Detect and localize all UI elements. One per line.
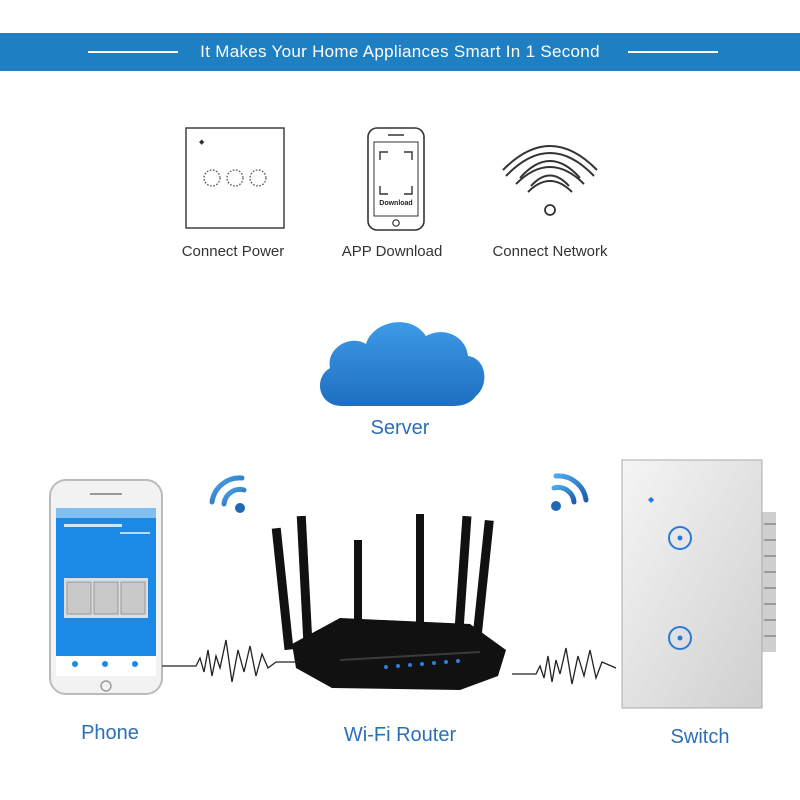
banner-title: It Makes Your Home Appliances Smart In 1…: [200, 42, 600, 61]
download-caption: Download: [379, 200, 413, 207]
signal-wave-right: [512, 647, 617, 685]
router-label: Wi-Fi Router: [343, 724, 457, 746]
smartphone-icon: [367, 127, 425, 231]
cloud-icon: [319, 322, 485, 406]
wall-switch-icon: ◆: [185, 127, 285, 229]
wifi-icon: [502, 145, 598, 216]
banner-divider-left: [88, 51, 178, 53]
phone-device-icon: [49, 479, 163, 695]
svg-text:◆: ◆: [648, 495, 655, 504]
wifi-signal-left-icon: [209, 475, 247, 513]
signal-wave-left: [162, 639, 300, 683]
wifi-signal-right-icon: [551, 473, 589, 511]
phone-label: Phone: [81, 722, 139, 744]
switch-label: Switch: [670, 726, 730, 748]
router-icon: [271, 514, 506, 690]
svg-text:◆: ◆: [199, 138, 205, 146]
title-banner: It Makes Your Home Appliances Smart In 1…: [0, 33, 800, 71]
banner-divider-right: [628, 51, 718, 53]
step-label-connect-network: Connect Network: [492, 243, 608, 260]
smart-switch-icon: ◆: [621, 459, 776, 709]
server-label: Server: [370, 417, 430, 439]
step-label-app-download: APP Download: [341, 243, 443, 260]
step-label-connect-power: Connect Power: [181, 243, 285, 260]
